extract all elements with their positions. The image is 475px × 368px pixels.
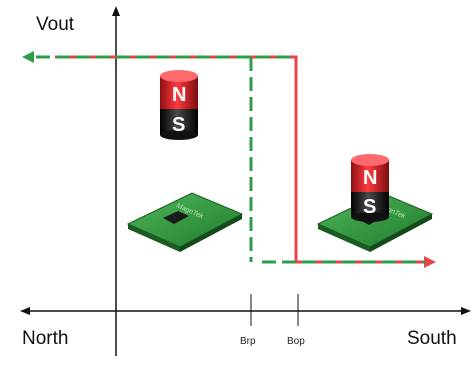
output-curve-decreasing — [22, 51, 425, 264]
sensor-board-left: MagnTek — [126, 192, 244, 252]
magnet-far: N S — [160, 70, 198, 140]
x-axis-label-north: North — [22, 328, 68, 349]
magnet-near-north-label: N — [363, 167, 377, 189]
y-axis — [112, 6, 120, 356]
x-axis — [20, 307, 471, 315]
bop-label: Bop — [287, 336, 305, 347]
output-curve-increasing — [55, 55, 436, 268]
x-axis-label-south: South — [407, 328, 457, 349]
magnet-near: N S — [351, 154, 389, 222]
brp-label: Brp — [240, 336, 256, 347]
magnet-far-north-label: N — [172, 84, 186, 106]
magnet-near-south-label: S — [363, 196, 376, 218]
magnet-far-south-label: S — [172, 114, 185, 136]
y-axis-label: Vout — [36, 14, 75, 35]
